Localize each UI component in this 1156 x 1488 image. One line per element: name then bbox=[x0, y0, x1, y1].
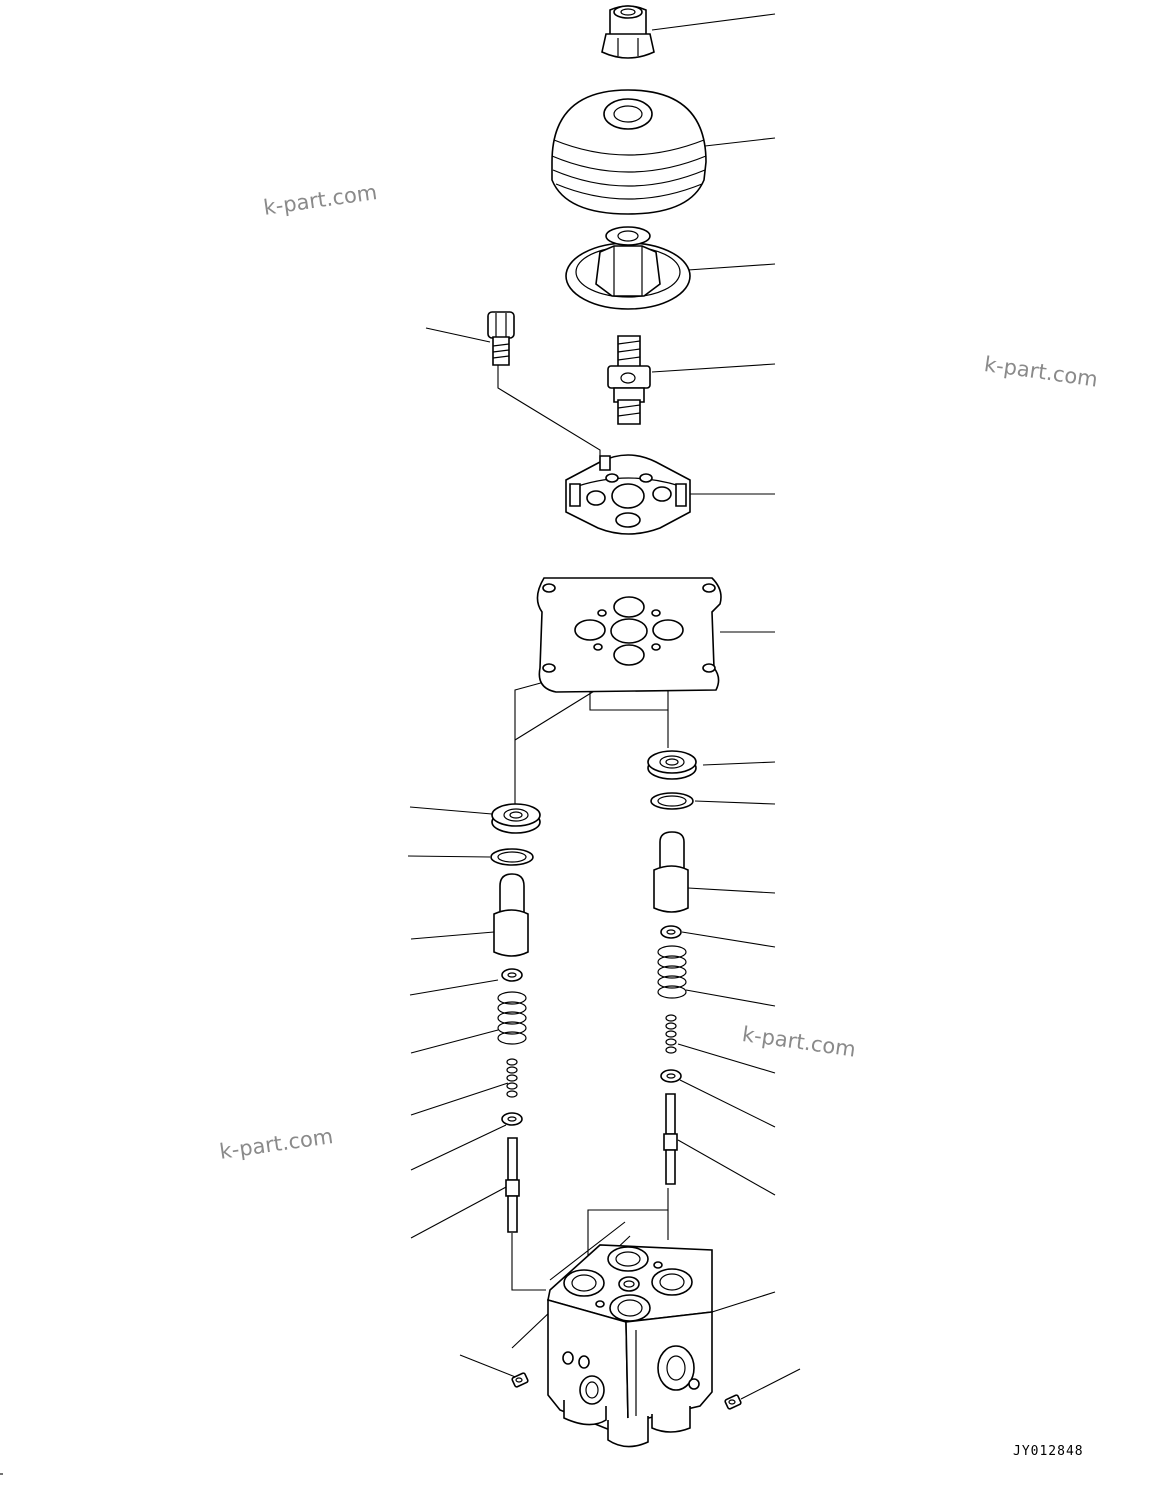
universal-joint bbox=[608, 336, 650, 424]
left-plunger-stack bbox=[491, 804, 540, 1232]
cam-plate bbox=[566, 455, 690, 534]
top-nut bbox=[602, 6, 654, 58]
drawing-code: JY012848 bbox=[1013, 1444, 1084, 1459]
rubber-boot bbox=[552, 90, 706, 214]
valve-body bbox=[548, 1245, 712, 1447]
leader-lines bbox=[408, 14, 800, 1399]
bolt bbox=[488, 312, 514, 365]
retainer-plate bbox=[566, 227, 690, 309]
plugs bbox=[512, 1373, 742, 1410]
cover-plate bbox=[537, 578, 721, 692]
right-plunger-stack bbox=[648, 751, 696, 1184]
